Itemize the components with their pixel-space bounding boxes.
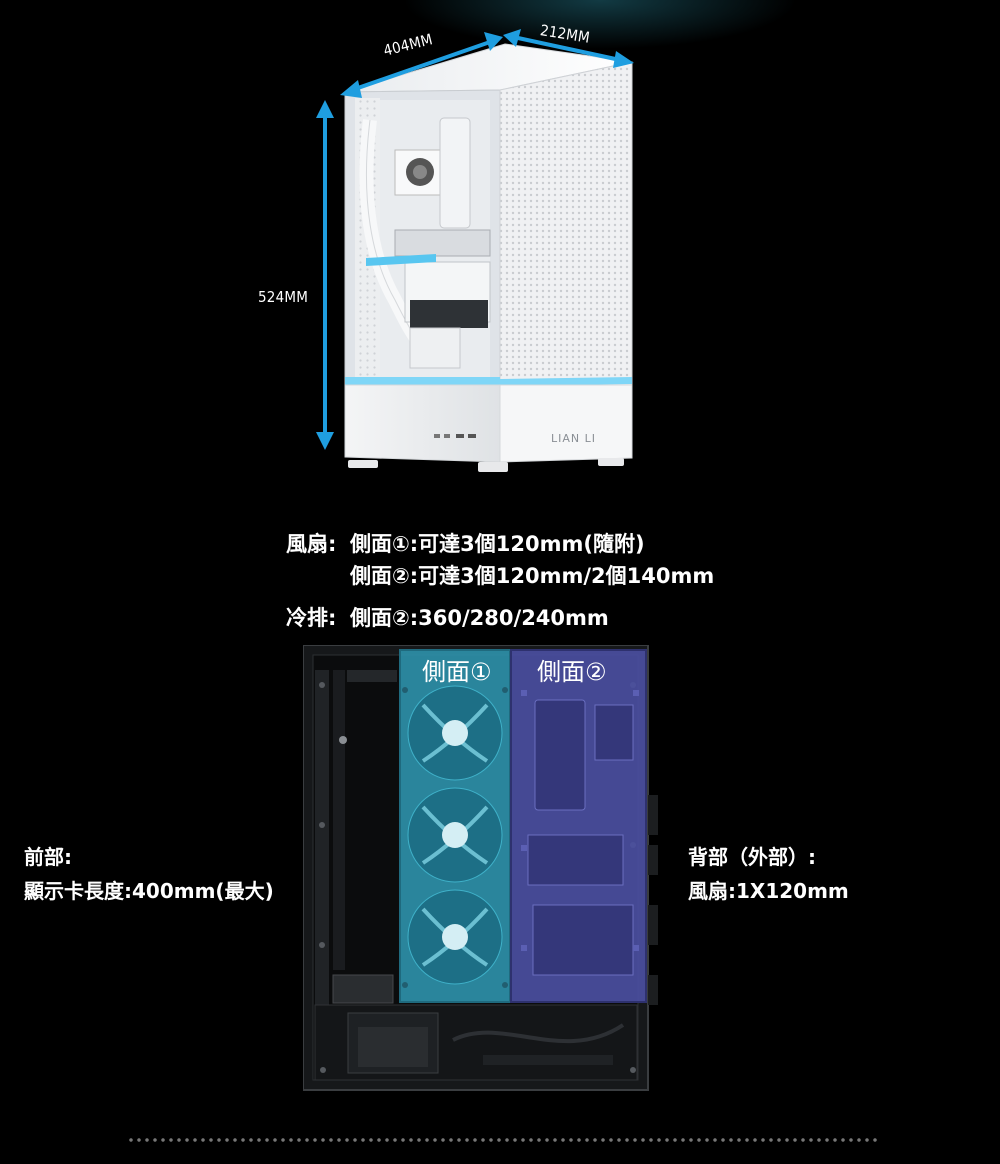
height-dimension: 524MM (258, 288, 309, 306)
panel-label-side1: 側面① (422, 658, 492, 686)
radiator-side2-spec: 側面②:360/280/240mm (350, 606, 609, 630)
fan-side2-spec: 側面②:可達3個120mm/2個140mm (350, 564, 715, 588)
fan-label: 風扇: (286, 532, 337, 556)
side2-panel (510, 649, 647, 1003)
side1-fan-bracket (399, 649, 511, 1003)
case-base-side (344, 384, 501, 463)
rear-fan: 風扇:1X120mm (688, 879, 849, 903)
case-render (316, 29, 634, 472)
fan-side1-spec: 側面①:可達3個120mm(隨附) (350, 532, 645, 556)
front-note: 前部: 顯示卡長度:400mm(最大) (24, 840, 274, 908)
case-front-mesh (499, 61, 633, 386)
front-title: 前部: (24, 845, 72, 869)
case-internals (359, 100, 491, 380)
dimension-arrows (316, 29, 634, 450)
radiator-label: 冷排: (286, 606, 337, 630)
brand-logo: LIAN LI (551, 432, 596, 445)
rear-title: 背部（外部）: (688, 845, 816, 869)
panel-label-side2: 側面② (537, 658, 607, 686)
case-interior (303, 645, 658, 1091)
dotted-divider (128, 1137, 878, 1143)
front-gpu-length: 顯示卡長度:400mm(最大) (24, 879, 274, 903)
rear-note: 背部（外部）: 風扇:1X120mm (688, 840, 849, 908)
case-base-front (499, 384, 633, 463)
